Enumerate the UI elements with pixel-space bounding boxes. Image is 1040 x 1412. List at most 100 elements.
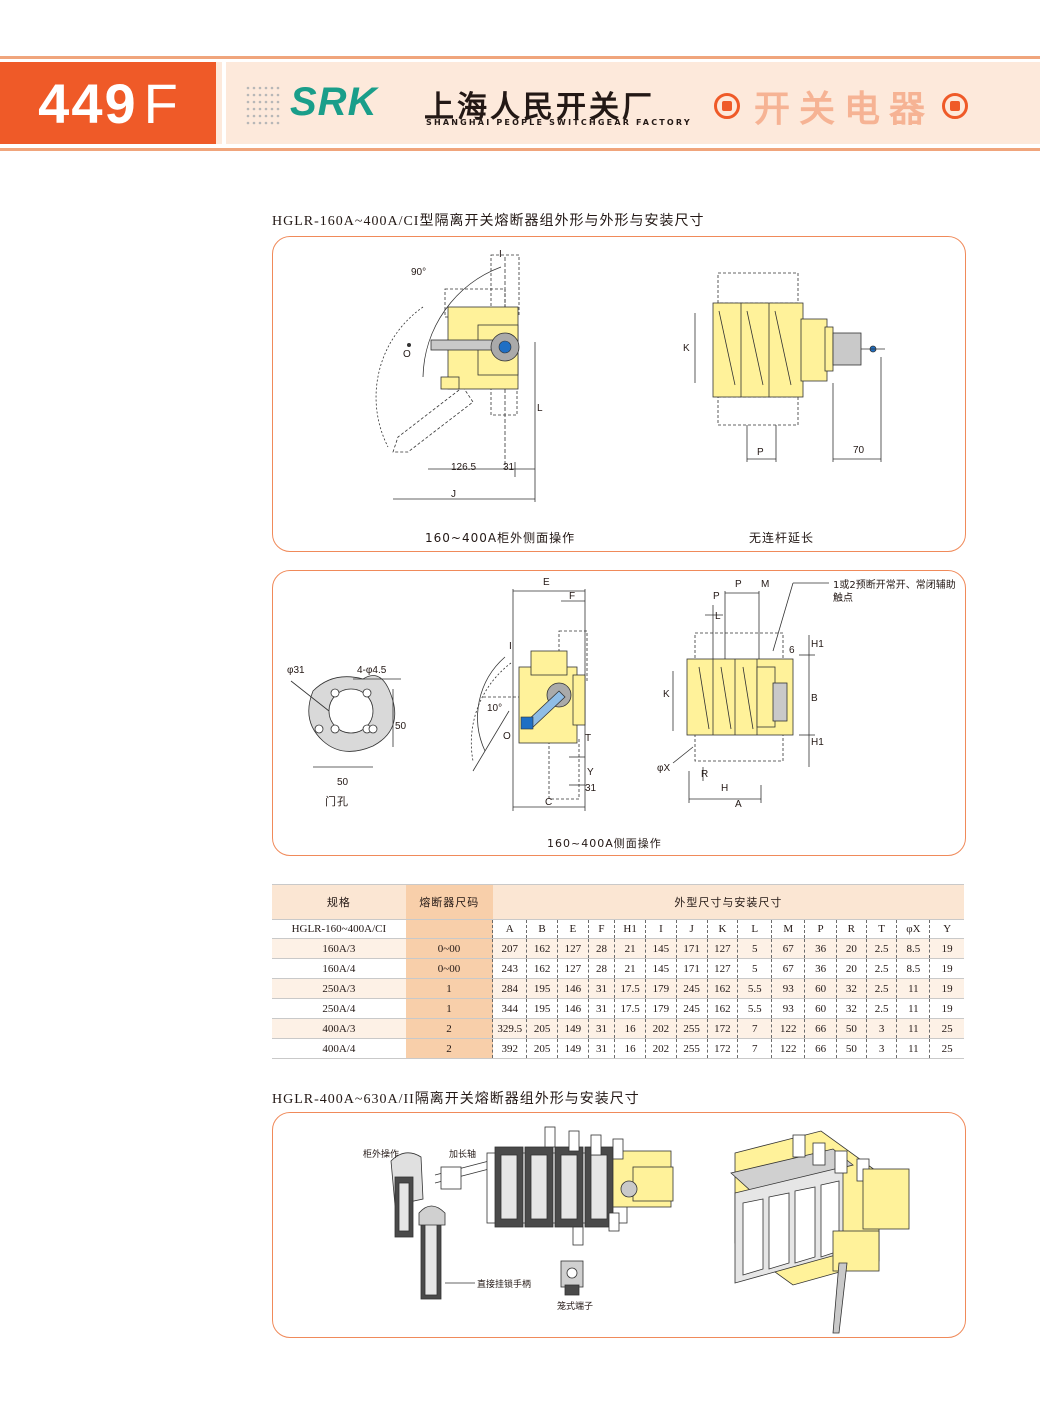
section1-title: HGLR-160A~400A/CI型隔离开关熔断器组外形与外形与安装尺寸 <box>272 214 705 229</box>
dim-cell: 179 <box>645 998 677 1019</box>
dim-cell: 31 <box>587 978 615 999</box>
dim-cell: 93 <box>771 998 805 1019</box>
spec-cell: 160A/3 <box>322 942 356 955</box>
side-operation-drawing-2 <box>290 582 829 811</box>
dim-cell: 66 <box>804 1018 837 1039</box>
page-suffix: F <box>143 71 178 135</box>
dim-cell: 329.5 <box>492 1018 527 1039</box>
label-h1-bottom: H1 <box>811 737 824 748</box>
dim-cell: 3 <box>865 1038 897 1059</box>
dim-cell: 127 <box>556 958 589 979</box>
table-subheader-row: HGLR-160~400A/CI A B E F H1 I J K L M P … <box>272 919 964 939</box>
dim-cell: 146 <box>556 978 589 999</box>
dim-cell: 127 <box>706 958 738 979</box>
dim-cell: 8.5 <box>896 938 930 959</box>
header-fuse: 熔断器尺码 <box>405 884 493 920</box>
label-t: T <box>585 733 592 744</box>
col-header: A <box>492 919 527 939</box>
square-ring-icon <box>714 93 740 119</box>
dim-cell: 171 <box>675 958 708 979</box>
dim-cell: 60 <box>804 978 837 999</box>
dim-cell: 20 <box>835 938 867 959</box>
label-o: O <box>403 349 411 360</box>
label-31: 31 <box>503 462 515 473</box>
label-6: 6 <box>789 645 795 656</box>
drawing-panel-3: 柜外操作 加长轴 直接挂锁手柄 笼式端子 <box>272 1112 966 1338</box>
dim-cell: 19 <box>929 978 964 999</box>
label-i: I <box>499 249 502 260</box>
dim-cell: 19 <box>929 938 964 959</box>
spec-table: 规格 熔断器尺码 外型尺寸与安装尺寸 HGLR-160~400A/CI A B … <box>272 884 964 1059</box>
label-31-2: 31 <box>585 783 597 794</box>
dim-cell: 162 <box>706 978 738 999</box>
dim-cell: 2.5 <box>865 958 897 979</box>
col-header: I <box>645 919 677 939</box>
dim-cell: 31 <box>587 998 615 1019</box>
dim-cell: 145 <box>645 958 677 979</box>
fuse-blank <box>405 919 493 939</box>
fuse-cell: 0~00 <box>405 938 493 959</box>
dim-cell: 2.5 <box>865 978 897 999</box>
dim-cell: 32 <box>835 978 867 999</box>
label-h1-top: H1 <box>811 639 824 650</box>
dim-cell: 16 <box>614 1038 646 1059</box>
label-a: A <box>735 799 742 810</box>
dim-cell: 32 <box>835 998 867 1019</box>
label-p: P <box>757 447 764 458</box>
label-70: 70 <box>853 445 865 456</box>
label-m: M <box>761 579 770 590</box>
col-header: Y <box>929 919 964 939</box>
header-line-bottom <box>0 148 1040 151</box>
label-i-2: I <box>509 641 512 652</box>
table-header-row: 规格 熔断器尺码 外型尺寸与安装尺寸 <box>272 884 964 920</box>
brand-logo: SRK <box>290 80 378 124</box>
label-phix: φX <box>657 763 671 774</box>
dim-cell: 392 <box>492 1038 527 1059</box>
col-header: P <box>804 919 837 939</box>
label-f: F <box>569 591 576 602</box>
dim-cell: 36 <box>804 938 837 959</box>
dim-cell: 162 <box>706 998 738 1019</box>
dim-cell: 67 <box>771 938 805 959</box>
dim-cell: 5 <box>737 938 772 959</box>
dim-cell: 66 <box>804 1038 837 1059</box>
aux-contact-label: 1或2预断开常开、常闭辅助触点 <box>833 580 956 604</box>
model-cell: HGLR-160~400A/CI <box>291 923 387 935</box>
dim-cell: 245 <box>675 978 708 999</box>
label-l: L <box>537 403 543 414</box>
fuse-cell: 1 <box>405 998 493 1019</box>
label-outside-operation: 柜外操作 <box>363 1150 400 1160</box>
company-name-cn: 上海人民开关厂 <box>424 90 655 125</box>
dim-cell: 122 <box>771 1018 805 1039</box>
label-cage-terminal: 笼式端子 <box>557 1302 594 1312</box>
dim-cell: 11 <box>896 978 930 999</box>
spec-cell: 250A/3 <box>322 982 356 995</box>
spec-cell: 400A/3 <box>322 1022 356 1035</box>
dim-cell: 245 <box>675 998 708 1019</box>
square-ring-icon <box>942 93 969 119</box>
label-holes: 4-φ4.5 <box>357 665 387 676</box>
col-header: T <box>865 919 897 939</box>
dim-cell: 207 <box>492 938 527 959</box>
label-j: J <box>451 489 456 500</box>
dim-cell: 243 <box>492 958 527 979</box>
dim-cell: 5.5 <box>737 978 772 999</box>
dim-cell: 149 <box>556 1038 589 1059</box>
dim-cell: 21 <box>614 958 646 979</box>
dim-cell: 195 <box>526 978 558 999</box>
label-r: R <box>701 769 709 780</box>
header-spec: 规格 <box>326 896 351 909</box>
dim-cell: 60 <box>804 998 837 1019</box>
col-header: φX <box>896 919 930 939</box>
label-extension-shaft: 加长轴 <box>449 1150 477 1160</box>
dim-cell: 11 <box>896 1038 930 1059</box>
col-header: B <box>526 919 558 939</box>
company-name-en: SHANGHAI PEOPLE SWITCHGEAR FACTORY <box>426 118 692 127</box>
dim-cell: 16 <box>614 1018 646 1039</box>
dim-cell: 25 <box>929 1038 964 1059</box>
dim-cell: 172 <box>706 1018 738 1039</box>
